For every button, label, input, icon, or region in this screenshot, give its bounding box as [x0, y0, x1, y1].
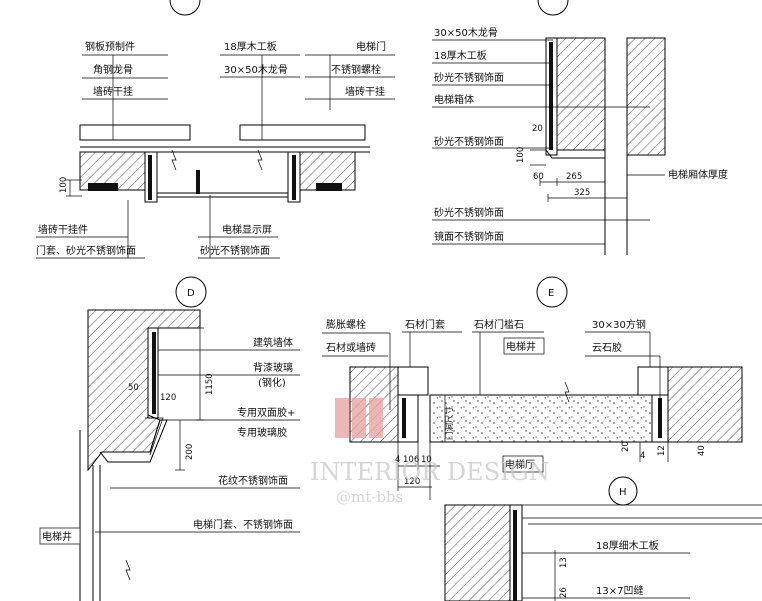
dim-200: 200 [185, 444, 195, 460]
label-18mm-board: 18厚木工板 [224, 40, 277, 53]
label-wood-keel-tr: 30×50木龙骨 [434, 26, 498, 39]
label-marble-glue: 云石胶 [592, 341, 622, 354]
label-stone-threshold: 石材门槛石 [474, 318, 524, 331]
elevator-shaft-tag-e [503, 337, 545, 355]
label-satin-ss-tr-3: 砂光不锈钢饰面 [434, 206, 504, 219]
dim-12: 12 [657, 445, 667, 456]
label-door-opening-size: 门洞尺寸 [444, 405, 455, 440]
label-mirror-ss: 镜面不锈钢饰面 [434, 230, 504, 243]
label-elevator-shaft-d: 电梯井 [42, 530, 72, 543]
label-tile-dry-hang-right: 墙砖干挂 [345, 85, 385, 98]
label-double-tape: 专用双面胶+ [237, 406, 295, 419]
dim-100: 100 [59, 177, 69, 193]
threshold-stone [429, 394, 653, 443]
wood-board-left [79, 124, 191, 141]
label-square-steel: 30×30方钢 [592, 318, 646, 331]
watermark-handle: @mt-bbs [336, 488, 403, 506]
dim-13: 13 [559, 557, 569, 568]
dim-10: 10 [421, 455, 432, 465]
label-pattern-ss: 花纹不锈钢饰面 [218, 474, 288, 487]
section-h: H 18厚细木工板 13×7凹缝 13 26 [444, 476, 762, 601]
label-tile-hang-piece: 墙砖干挂件 [38, 223, 88, 236]
label-cabin-thickness: 电梯厢体厚度 [668, 168, 728, 181]
dim-20: 20 [532, 124, 543, 134]
label-18mm-board-tr: 18厚木工板 [434, 49, 487, 62]
label-satin-ss-finish: 砂光不锈钢饰面 [200, 244, 270, 257]
dim-4-left: 4 [395, 455, 400, 465]
dim-120-e: 120 [404, 477, 420, 487]
display-screen [196, 170, 200, 194]
square-steel-right [637, 366, 669, 396]
label-door-cover-finish: 门套、砂光不锈钢饰面 [36, 244, 136, 257]
marker-d-label: D [187, 288, 195, 299]
label-elevator-shaft-e: 电梯井 [506, 340, 536, 353]
hanging-piece [88, 183, 118, 191]
stone-wall-right [667, 366, 743, 443]
label-satin-ss-tr-1: 砂光不锈钢饰面 [434, 71, 504, 84]
label-groove: 13×7凹缝 [596, 584, 643, 597]
elevator-hall-tag [502, 455, 544, 473]
label-steel-plate-piece: 钢板预制件 [85, 40, 135, 53]
label-18mm-fine-board: 18厚细木工板 [596, 539, 659, 552]
dim-60: 60 [533, 172, 544, 182]
dim-1150: 1150 [205, 373, 215, 395]
dim-4-right: 4 [640, 451, 645, 461]
label-elevator-hall: 电梯厅 [505, 458, 535, 471]
dim-106: 106 [403, 455, 419, 465]
section-e: E 膨胀螺栓 石材或墙砖 石材门套 石材门槛石 电 [322, 276, 743, 500]
watermark: INTERIOR DESIGN @mt-bbs [310, 398, 550, 506]
label-door-cover-ss: 电梯门套、不锈钢饰面 [193, 518, 293, 531]
wall-hatch-right [626, 37, 666, 156]
dim-325: 325 [574, 188, 590, 198]
section-marker-c [169, 0, 201, 16]
building-wall-d [87, 309, 201, 472]
label-display-screen: 电梯显示屏 [222, 223, 272, 236]
label-tile-dry-hang: 墙砖干挂 [93, 85, 133, 98]
section-marker-d [175, 276, 207, 308]
square-steel-left [397, 366, 429, 396]
marker-e-label: E [548, 288, 554, 299]
elevator-shaft-tag-d [39, 527, 81, 545]
label-expansion-bolt: 膨胀螺栓 [326, 318, 366, 331]
dim-120-d: 120 [160, 393, 176, 403]
label-stone-or-tile: 石材或墙砖 [326, 341, 376, 354]
dim-20-e: 20 [621, 441, 631, 452]
label-wood-keel: 30×50木龙骨 [224, 63, 288, 76]
label-back-paint-glass: 背漆玻璃 [253, 361, 293, 374]
marker-h-label: H [619, 487, 627, 498]
label-elevator-box: 电梯箱体 [434, 93, 474, 106]
top-right-detail: 30×50木龙骨 18厚木工板 砂光不锈钢饰面 电梯箱体 砂光不锈钢饰面 电梯厢… [432, 0, 728, 255]
door-frame-right [287, 151, 301, 203]
label-building-wall: 建筑墙体 [253, 336, 293, 349]
label-angle-steel-keel: 角钢龙骨 [93, 63, 133, 76]
section-marker-top-right [537, 0, 569, 16]
label-glass-glue: 专用玻璃胶 [237, 426, 287, 439]
section-d: D 建筑墙体 背漆玻璃 (钢化) 专用双面胶+ 专用玻璃胶 花纹不锈钢饰面 电梯… [39, 276, 300, 601]
dim-265: 265 [566, 172, 582, 182]
label-elevator-door: 电梯门 [356, 40, 386, 53]
wall-hatch-h [444, 504, 511, 601]
watermark-title: INTERIOR DESIGN [310, 458, 550, 486]
section-marker-e [536, 276, 568, 308]
dim-50: 50 [128, 383, 139, 393]
dim-40: 40 [697, 445, 707, 456]
dim-100-tr: 100 [516, 147, 526, 163]
label-stone-door-cover: 石材门套 [405, 318, 445, 331]
dim-26: 26 [559, 587, 569, 598]
top-left-detail: 钢板预制件 角钢龙骨 墙砖干挂 18厚木工板 30×50木龙骨 电梯门 不锈钢螺… [36, 0, 395, 259]
label-satin-ss-tr-2: 砂光不锈钢饰面 [434, 135, 504, 148]
label-ss-bolt: 不锈钢螺栓 [331, 63, 381, 76]
wall-hatch-upper [556, 37, 606, 151]
door-frame-left [144, 151, 158, 203]
wood-board-right [239, 124, 366, 141]
label-tempered: (钢化) [258, 376, 286, 389]
